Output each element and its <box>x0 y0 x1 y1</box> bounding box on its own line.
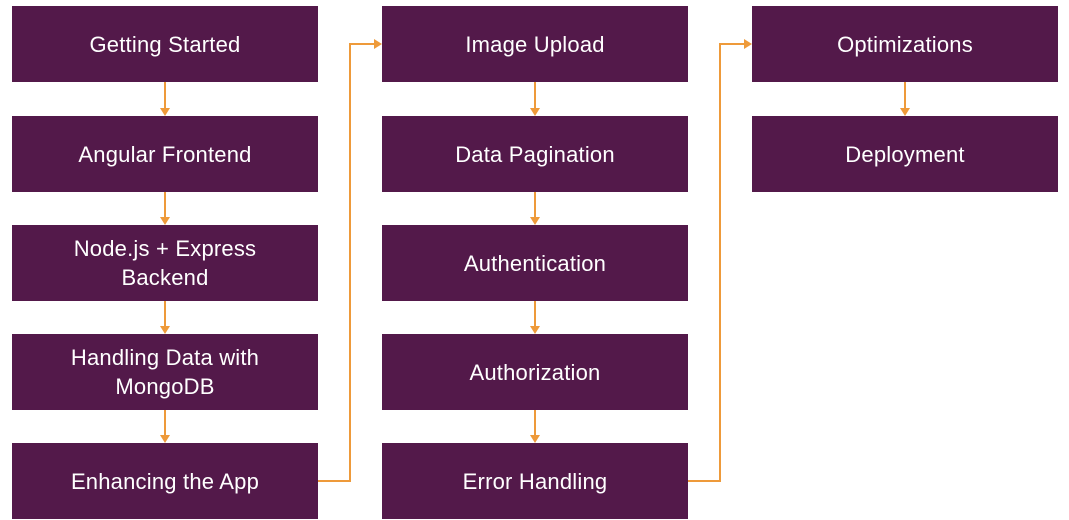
step-deployment: Deployment <box>752 116 1058 192</box>
arrow-backend-to-mongodb <box>160 301 170 334</box>
step-authorization: Authorization <box>382 334 688 410</box>
step-label: Data Pagination <box>455 141 615 167</box>
step-label: Authorization <box>469 359 601 385</box>
arrow-getting-started-to-angular <box>160 82 170 116</box>
step-label: Deployment <box>845 141 965 167</box>
arrow-image-upload-to-pagination <box>530 82 540 116</box>
step-label: Image Upload <box>465 31 605 57</box>
step-label: Getting Started <box>89 31 241 57</box>
step-label: Node.js + Express Backend <box>73 236 257 290</box>
step-node-express-backend: Node.js + Express Backend <box>12 225 318 301</box>
step-label: Optimizations <box>837 31 973 57</box>
arrow-angular-to-backend <box>160 192 170 225</box>
step-authentication: Authentication <box>382 225 688 301</box>
arrow-pagination-to-authentication <box>530 192 540 225</box>
arrow-enhancing-to-image-upload <box>318 39 382 482</box>
arrow-error-handling-to-optimizations <box>688 39 752 482</box>
step-angular-frontend: Angular Frontend <box>12 116 318 192</box>
step-error-handling: Error Handling <box>382 443 688 519</box>
step-label: Authentication <box>463 250 607 276</box>
arrow-mongodb-to-enhancing <box>160 410 170 443</box>
step-optimizations: Optimizations <box>752 6 1058 82</box>
arrow-authorization-to-error-handling <box>530 410 540 443</box>
step-data-pagination: Data Pagination <box>382 116 688 192</box>
step-label: Error Handling <box>462 468 608 494</box>
step-enhancing-the-app: Enhancing the App <box>12 443 318 519</box>
step-label: Angular Frontend <box>78 141 252 167</box>
step-handling-data-mongodb: Handling Data with MongoDB <box>12 334 318 410</box>
step-label: Enhancing the App <box>70 468 260 494</box>
arrow-authentication-to-authorization <box>530 301 540 334</box>
step-getting-started: Getting Started <box>12 6 318 82</box>
arrow-optimizations-to-deployment <box>900 82 910 116</box>
step-label: Handling Data with MongoDB <box>70 345 260 399</box>
step-image-upload: Image Upload <box>382 6 688 82</box>
